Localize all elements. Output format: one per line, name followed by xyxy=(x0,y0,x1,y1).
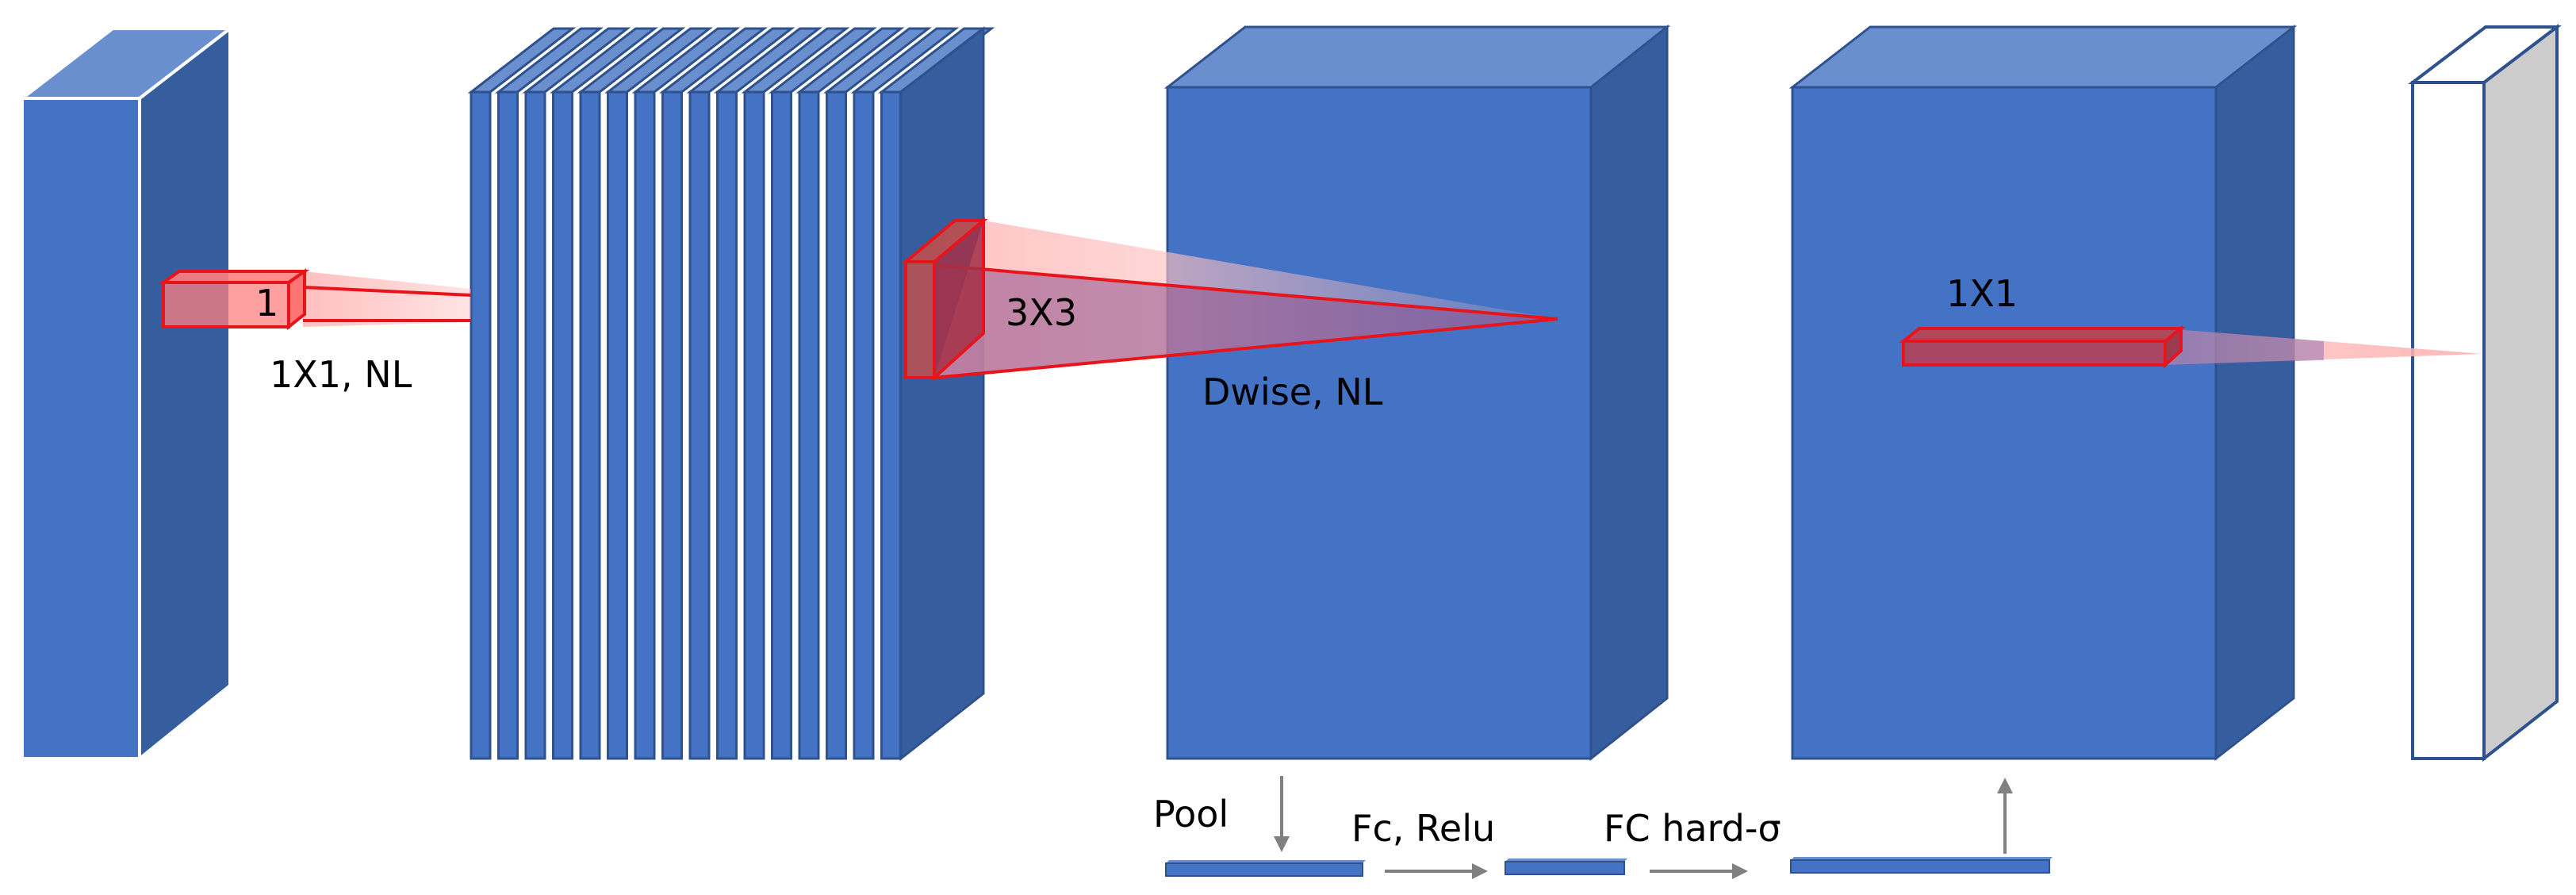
expansion-slice xyxy=(495,27,604,760)
expansion-slice xyxy=(878,27,987,760)
expansion-slice xyxy=(659,27,768,760)
depthwise-block xyxy=(1163,24,1671,762)
expansion-slice xyxy=(522,27,631,760)
expansion-slice xyxy=(631,27,741,760)
kernel-1x1-projection xyxy=(1899,325,2186,369)
se-scaled-block xyxy=(1788,24,2298,762)
label-depthwise: Dwise, NL xyxy=(1202,371,1383,413)
input-block xyxy=(17,25,235,762)
expansion-slices xyxy=(467,27,995,760)
expansion-slice xyxy=(550,27,658,760)
kernel-3x3-depthwise xyxy=(901,217,988,382)
label-kernel-one: 1 xyxy=(255,282,278,325)
depthwise-cone xyxy=(933,221,1558,379)
expansion-slice xyxy=(823,27,932,760)
label-projection: 1X1 xyxy=(1946,272,2018,315)
expansion-block xyxy=(467,25,995,762)
expansion-slice xyxy=(577,27,686,760)
expansion-slice xyxy=(604,27,713,760)
expansion-slice xyxy=(686,27,795,760)
label-depthwise-kernel: 3X3 xyxy=(1006,291,1077,334)
expansion-slice xyxy=(850,27,960,760)
output-block xyxy=(2408,23,2562,762)
se-fc-hard-sigma-bar xyxy=(1790,857,2053,874)
expansion-slice xyxy=(769,27,877,760)
expansion-slice xyxy=(741,27,850,760)
expansion-cone xyxy=(302,271,472,327)
expansion-slice xyxy=(467,27,577,760)
label-pool: Pool xyxy=(1153,793,1229,835)
expansion-slice xyxy=(714,27,822,760)
projection-cone xyxy=(2165,328,2482,365)
label-fc-relu: Fc, Relu xyxy=(1351,807,1495,850)
se-fc-relu-bar xyxy=(1505,859,1627,875)
label-fc-hard-sigma: FC hard-σ xyxy=(1604,807,1781,850)
kernel-1x1-input xyxy=(158,268,310,331)
label-expansion: 1X1, NL xyxy=(270,353,412,396)
se-pool-bar xyxy=(1165,860,1366,877)
expansion-slice xyxy=(795,27,905,760)
